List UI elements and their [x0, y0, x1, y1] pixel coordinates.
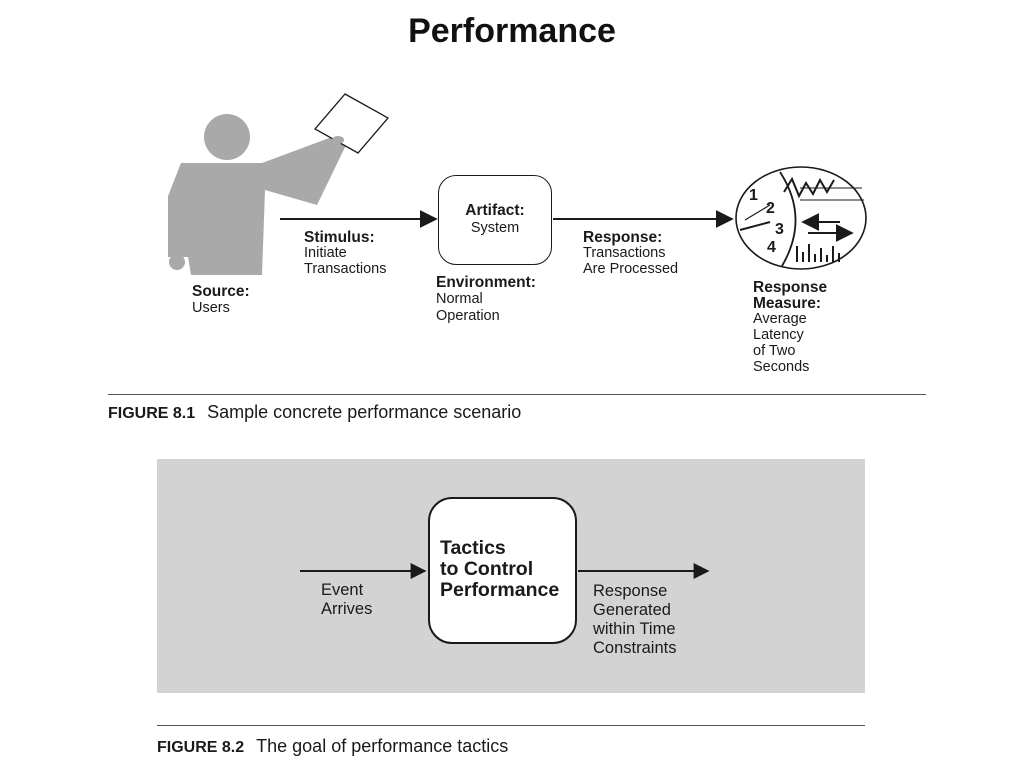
output-line-4: Constraints: [593, 639, 677, 657]
gauge-number-4: 4: [767, 239, 776, 256]
response-line-1: Transactions: [583, 245, 666, 261]
figure-8-1-number: FIGURE 8.1: [108, 405, 196, 422]
environment-heading: Environment:: [436, 274, 536, 291]
figure-8-2-number: FIGURE 8.2: [157, 739, 245, 756]
artifact-value: System: [470, 220, 520, 236]
stimulus-line-2: Transactions: [304, 261, 387, 277]
stimulus-line-1: Initiate: [304, 245, 347, 261]
response-measure-gauge-icon: [735, 166, 867, 270]
stimulus-heading: Stimulus:: [304, 229, 375, 246]
response-measure-line-3: of Two: [753, 343, 796, 359]
gauge-number-2: 2: [766, 200, 775, 217]
gauge-number-1: 1: [749, 187, 758, 204]
tactics-line-1: Tactics: [440, 537, 506, 559]
output-line-3: within Time: [593, 620, 676, 638]
figure-8-2-caption-text: The goal of performance tactics: [256, 736, 509, 756]
tactics-line-2: to Control: [440, 558, 534, 580]
response-measure-heading-2: Measure:: [753, 295, 822, 312]
figure-8-1-caption-text: Sample concrete performance scenario: [207, 402, 522, 422]
slide-title: Performance: [408, 12, 616, 50]
tactics-line-3: Performance: [440, 579, 560, 601]
output-line-2: Generated: [593, 601, 671, 619]
artifact-box: [438, 175, 552, 265]
user-figure-icon: [168, 93, 390, 275]
response-measure-line-1: Average: [753, 311, 807, 327]
figure-8-2-rule: [157, 725, 865, 726]
response-heading: Response:: [583, 229, 663, 246]
source-value: Users: [192, 300, 230, 316]
source-heading: Source:: [192, 283, 250, 300]
response-measure-heading-1: Response: [753, 279, 828, 296]
artifact-heading: Artifact:: [465, 202, 525, 219]
event-line-2: Arrives: [321, 600, 373, 618]
event-line-1: Event: [321, 581, 364, 599]
response-line-2: Are Processed: [583, 261, 679, 277]
figure-8-1-rule: [108, 394, 926, 395]
response-measure-line-4: Seconds: [753, 359, 810, 375]
tactics-box: [428, 497, 577, 644]
figure-8-1-caption: FIGURE 8.1 Sample concrete performance sc…: [108, 402, 521, 423]
response-measure-line-2: Latency: [753, 327, 804, 343]
environment-line-1: Normal: [436, 291, 483, 307]
environment-line-2: Operation: [436, 308, 500, 324]
figure-8-2-caption: FIGURE 8.2 The goal of performance tactic…: [157, 736, 508, 757]
gauge-number-3: 3: [775, 221, 784, 238]
output-line-1: Response: [593, 582, 668, 600]
